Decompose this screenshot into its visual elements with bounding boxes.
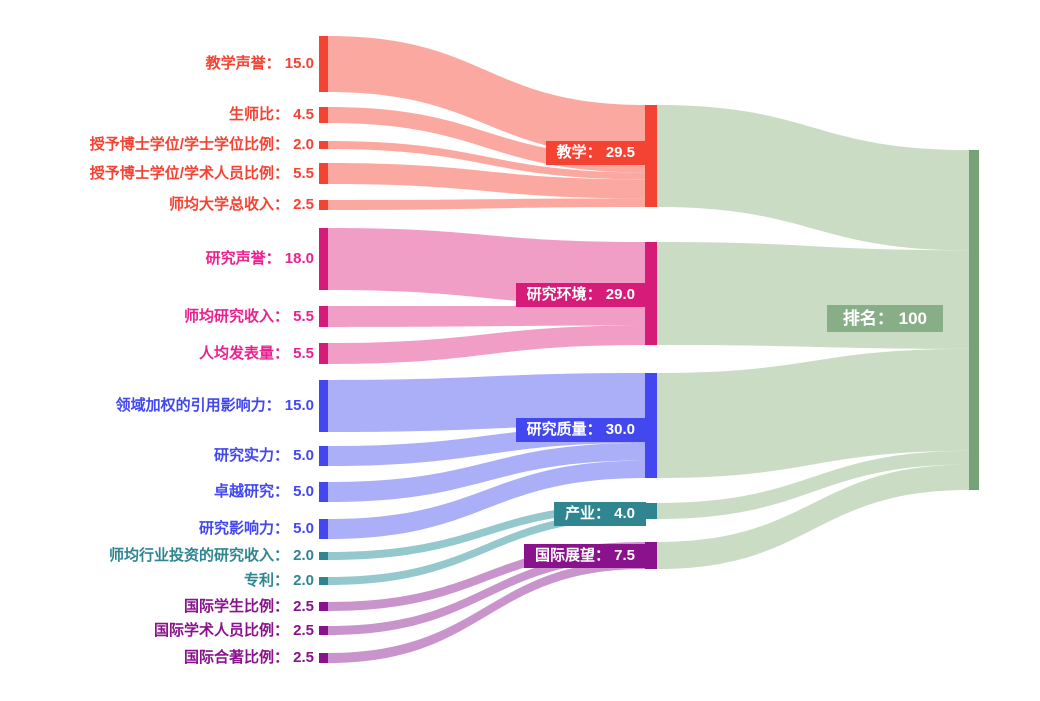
sankey-flow-research-excellence-to-research-qual <box>328 443 645 502</box>
metric-label-research-income: 师均研究收入： 5.5 <box>183 307 314 325</box>
sankey-flow-intl-staff-to-international <box>328 551 645 635</box>
metric-label-industry-income: 师均行业投资的研究收入： 2.0 <box>108 547 314 564</box>
sankey-flow-teaching-reputation-to-teaching <box>328 36 645 157</box>
sankey-node-teaching <box>645 105 657 207</box>
metric-label-doctorate-bachelor-ratio: 授予博士学位/学士学位比例： 2.0 <box>89 136 314 153</box>
sankey-node-citation-impact <box>319 380 328 432</box>
sankey-flow-research-qual-to-ranking <box>657 348 969 478</box>
category-label-research-qual: 研究质量： 30.0 <box>515 418 646 442</box>
sankey-node-industry <box>645 503 657 519</box>
sankey-flow-citation-impact-to-research-qual <box>328 373 645 432</box>
category-label-teaching: 教学： 29.5 <box>545 141 646 165</box>
sankey-flow-patents-to-industry <box>328 511 645 585</box>
metric-label-intl-students: 国际学生比例： 2.5 <box>183 597 314 615</box>
sankey-node-research-reputation <box>319 228 328 290</box>
sankey-flow-research-productivity-to-research-env <box>328 325 645 364</box>
sankey-node-research-env <box>645 242 657 345</box>
sankey-flow-research-income-to-research-env <box>328 305 645 327</box>
sankey-flow-research-influence-to-research-qual <box>328 460 645 539</box>
sankey-node-staff-student-ratio <box>319 107 328 123</box>
metric-label-patents: 专利： 2.0 <box>243 572 314 589</box>
sankey-flow-research-env-to-ranking <box>657 242 969 349</box>
metric-label-institutional-income: 师均大学总收入： 2.5 <box>168 196 314 213</box>
sankey-flow-doctorate-staff-ratio-to-teaching <box>328 163 645 199</box>
sankey-flow-institutional-income-to-teaching <box>328 198 645 210</box>
metric-label-research-influence: 研究影响力： 5.0 <box>198 520 314 537</box>
metric-label-research-strength: 研究实力： 5.0 <box>213 447 314 464</box>
sankey-node-intl-coauthorship <box>319 653 328 663</box>
sankey-flow-teaching-to-ranking <box>657 105 969 251</box>
category-label-industry: 产业： 4.0 <box>553 502 646 526</box>
sankey-flow-industry-income-to-industry <box>328 503 645 560</box>
sankey-node-research-strength <box>319 446 328 466</box>
sankey-node-research-qual <box>645 373 657 478</box>
sankey-flow-international-to-ranking <box>657 464 969 569</box>
metric-label-research-productivity: 人均发表量： 5.5 <box>198 344 314 362</box>
category-label-research-env: 研究环境： 29.0 <box>515 283 646 307</box>
sankey-flow-industry-to-ranking <box>657 450 969 519</box>
sankey-node-patents <box>319 577 328 585</box>
sankey-flow-intl-students-to-international <box>328 542 645 611</box>
metric-label-intl-coauthorship: 国际合著比例： 2.5 <box>183 649 314 666</box>
sankey-node-research-influence <box>319 519 328 539</box>
sankey-node-industry-income <box>319 552 328 560</box>
sankey-node-doctorate-staff-ratio <box>319 163 328 184</box>
sankey-node-research-excellence <box>319 482 328 502</box>
sankey-flow-intl-coauthorship-to-international <box>328 560 645 663</box>
sankey-node-research-income <box>319 306 328 327</box>
category-label-international: 国际展望： 7.5 <box>523 544 646 568</box>
sankey-node-intl-staff <box>319 626 328 635</box>
sankey-node-international <box>645 542 657 569</box>
sankey-node-teaching-reputation <box>319 36 328 92</box>
metric-label-staff-student-ratio: 生师比： 4.5 <box>228 106 314 123</box>
sankey-node-ranking <box>969 150 979 490</box>
sankey-node-doctorate-bachelor-ratio <box>319 141 328 149</box>
metric-label-doctorate-staff-ratio: 授予博士学位/学术人员比例： 5.5 <box>89 164 314 182</box>
sankey-node-institutional-income <box>319 200 328 210</box>
metric-label-intl-staff: 国际学术人员比例： 2.5 <box>153 621 314 639</box>
metric-label-research-reputation: 研究声誉： 18.0 <box>205 250 314 267</box>
metric-label-teaching-reputation: 教学声誉： 15.0 <box>205 55 314 72</box>
sankey-node-intl-students <box>319 602 328 611</box>
sankey-node-research-productivity <box>319 343 328 364</box>
sankey-flow-doctorate-bachelor-ratio-to-teaching <box>328 141 645 180</box>
ranking-label: 排名： 100 <box>826 305 943 332</box>
metric-label-research-excellence: 卓越研究： 5.0 <box>213 483 314 500</box>
metric-label-citation-impact: 领域加权的引用影响力： 15.0 <box>115 397 314 414</box>
